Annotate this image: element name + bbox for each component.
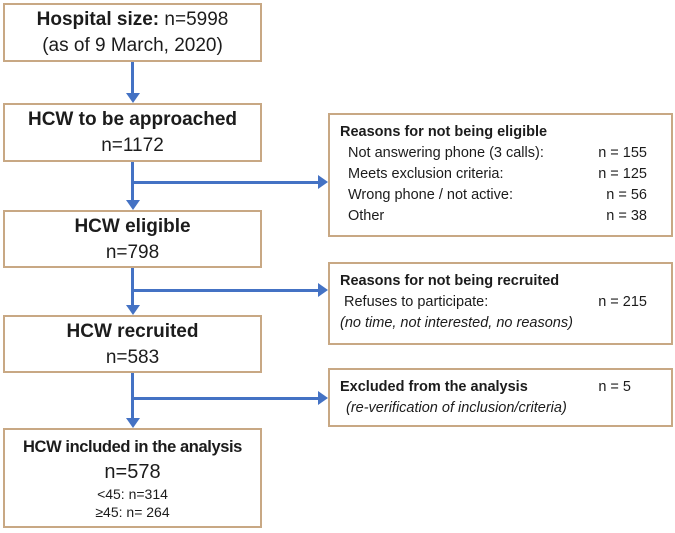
excluded-value: n = 5 — [598, 379, 631, 395]
connector-line — [131, 181, 319, 184]
reasons-not-eligible-box: Reasons for not being eligible Not answe… — [328, 113, 673, 237]
reason-value: n = 215 — [598, 294, 647, 310]
excluded-title: Excluded from the analysis — [340, 379, 528, 395]
hcw-recruited-n: n=583 — [105, 346, 160, 368]
reason-value: n = 125 — [598, 166, 647, 182]
excluded-title-row: Excluded from the analysis n = 5 — [340, 377, 661, 398]
hcw-approached-title: HCW to be approached — [27, 109, 237, 130]
hcw-included-n: n=578 — [104, 461, 161, 483]
reasons-not-recruited-title: Reasons for not being recruited — [340, 273, 560, 289]
hcw-included-under45: <45: n=314 — [97, 486, 168, 502]
reason-label: Other — [348, 208, 385, 224]
hcw-included-over45: ≥45: n= 264 — [95, 504, 170, 520]
reason-label: Meets exclusion criteria: — [348, 166, 504, 182]
reason-value: n = 38 — [606, 208, 647, 224]
hcw-eligible-title: HCW eligible — [74, 215, 191, 237]
excluded-note: (re-verification of inclusion/criteria) — [346, 400, 567, 416]
hospital-size-label: Hospital size: — [36, 9, 160, 30]
arrow-down-icon — [126, 200, 140, 210]
reasons-not-recruited-box: Reasons for not being recruited Refuses … — [328, 262, 673, 345]
reason-row: Not answering phone (3 calls): n = 155 — [340, 143, 661, 164]
hcw-eligible-box: HCW eligible n=798 — [3, 210, 262, 268]
connector-line — [131, 397, 319, 400]
reason-row: Other n = 38 — [340, 206, 661, 227]
hospital-size-date: (as of 9 March, 2020) — [42, 35, 223, 56]
hospital-size-title: Hospital size: n=5998 — [37, 7, 229, 33]
reason-row: Wrong phone / not active: n = 56 — [340, 185, 661, 206]
arrow-right-icon — [318, 283, 328, 297]
hospital-size-box: Hospital size: n=5998 (as of 9 March, 20… — [3, 3, 262, 62]
hcw-approached-box: HCW to be approached n=1172 — [3, 103, 262, 162]
reason-row: Refuses to participate: n = 215 — [340, 292, 661, 313]
reason-label: Refuses to participate: — [344, 294, 489, 310]
hcw-recruited-box: HCW recruited n=583 — [3, 315, 262, 373]
hcw-included-box: HCW included in the analysis n=578 <45: … — [3, 428, 262, 528]
excluded-analysis-box: Excluded from the analysis n = 5 (re-ver… — [328, 368, 673, 427]
hospital-size-n: n=5998 — [159, 9, 229, 30]
reason-value: n = 155 — [598, 145, 647, 161]
reason-row: Meets exclusion criteria: n = 125 — [340, 164, 661, 185]
reason-label: Wrong phone / not active: — [348, 187, 513, 203]
arrow-right-icon — [318, 391, 328, 405]
connector-line — [131, 268, 134, 306]
arrow-down-icon — [126, 305, 140, 315]
arrow-right-icon — [318, 175, 328, 189]
connector-line — [131, 62, 134, 94]
arrow-down-icon — [126, 418, 140, 428]
connector-line — [131, 289, 319, 292]
hcw-included-title: HCW included in the analysis — [23, 438, 242, 456]
reasons-not-eligible-title: Reasons for not being eligible — [340, 124, 548, 140]
reasons-not-recruited-note: (no time, not interested, no reasons) — [340, 315, 573, 331]
hcw-approached-n: n=1172 — [101, 135, 164, 156]
connector-line — [131, 373, 134, 419]
reason-label: Not answering phone (3 calls): — [348, 145, 544, 161]
hcw-eligible-n: n=798 — [105, 241, 160, 263]
reason-value: n = 56 — [606, 187, 647, 203]
arrow-down-icon — [126, 93, 140, 103]
hcw-recruited-title: HCW recruited — [66, 320, 199, 342]
